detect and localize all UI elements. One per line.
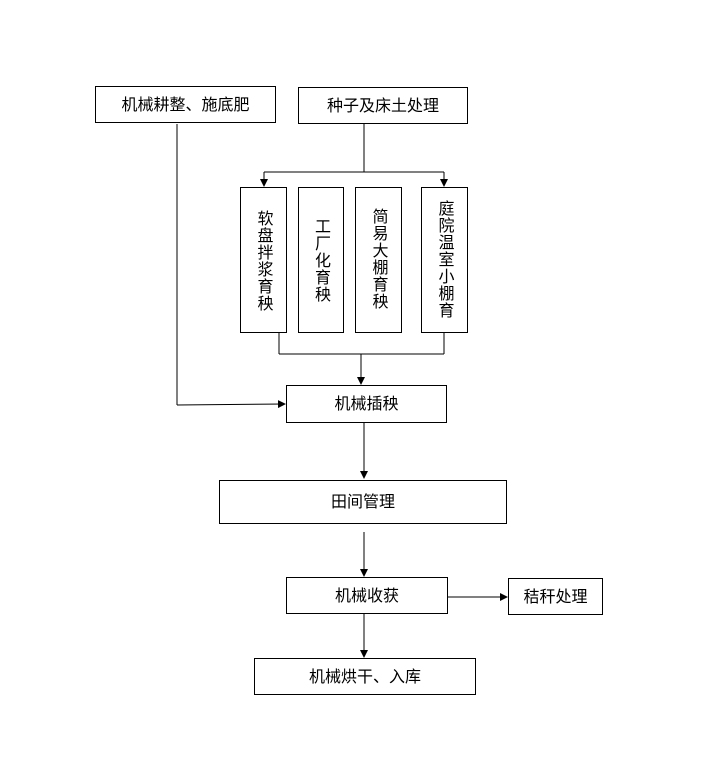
drying-label: 机械烘干、入库 [308,666,421,686]
drying-box: 机械烘干、入库 [254,658,476,695]
nursery-box-3: 简易大棚育秧 [355,187,402,333]
harvest-label: 机械收获 [334,585,399,605]
nursery-label-1: 软盘拌浆育秧 [254,210,274,312]
tillage-label: 机械耕整、施底肥 [121,94,250,114]
tillage-box: 机械耕整、施底肥 [95,86,276,123]
field-mgmt-box: 田间管理 [219,480,507,524]
straw-label: 秸秆处理 [523,586,588,606]
nursery-label-2: 工厂化育秧 [312,218,331,303]
harvest-box: 机械收获 [286,577,448,614]
arrow-tillage-to-transplant [176,400,286,409]
transplant-box: 机械插秧 [286,385,447,423]
nursery-box-2: 工厂化育秧 [298,187,344,333]
seed-soil-box: 种子及床土处理 [298,87,468,124]
nursery-label-3: 简易大棚育秧 [369,208,389,310]
nursery-box-4: 庭院温室小棚育 [421,187,468,333]
field-mgmt-label: 田间管理 [330,492,395,511]
transplant-label: 机械插秧 [334,394,399,413]
nursery-label-4: 庭院温室小棚育 [435,200,455,319]
straw-box: 秸秆处理 [508,578,603,615]
seed-soil-label: 种子及床土处理 [326,95,439,115]
nursery-box-1: 软盘拌浆育秧 [240,187,287,333]
